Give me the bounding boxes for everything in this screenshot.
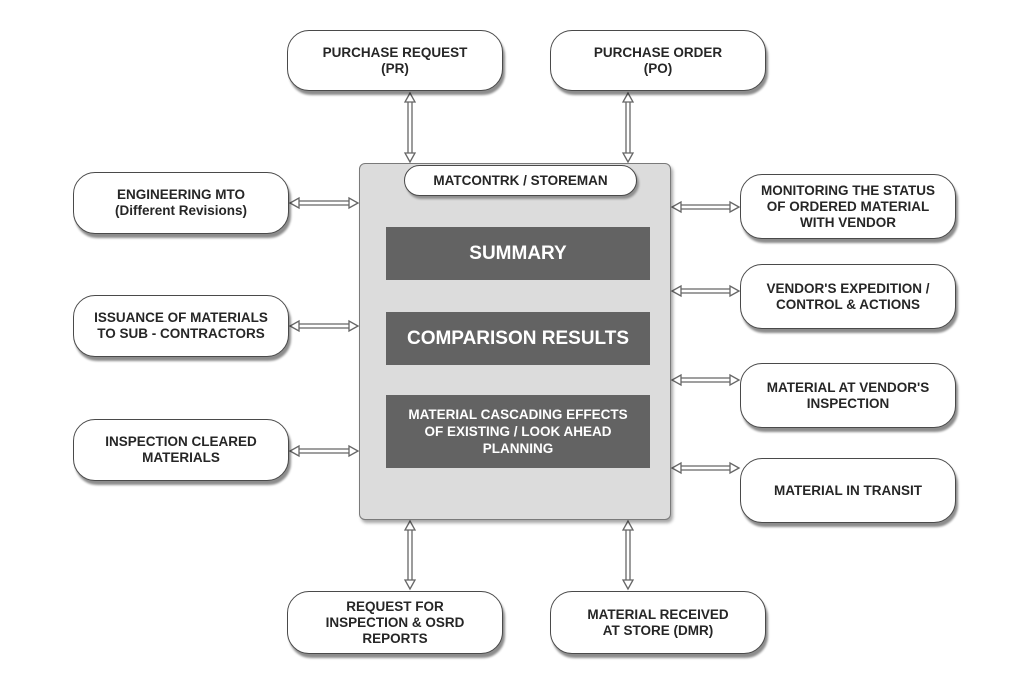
material-received-node: MATERIAL RECEIVED AT STORE (DMR) bbox=[550, 591, 766, 654]
vendor-inspection-node: MATERIAL AT VENDOR'S INSPECTION bbox=[740, 363, 956, 428]
inspection-cleared-node: INSPECTION CLEARED MATERIALS bbox=[73, 419, 289, 481]
connector-monitoring bbox=[670, 200, 741, 214]
connector-expedition bbox=[670, 284, 741, 298]
summary-panel: SUMMARY bbox=[386, 227, 650, 280]
issuance-of-materials-node: ISSUANCE OF MATERIALS TO SUB - CONTRACTO… bbox=[73, 295, 289, 357]
connector-vendor-inspection bbox=[670, 373, 741, 387]
purchase-request-node: PURCHASE REQUEST (PR) bbox=[287, 30, 503, 91]
request-for-inspection-node: REQUEST FOR INSPECTION & OSRD REPORTS bbox=[287, 591, 503, 654]
connector-inspection-cleared bbox=[288, 444, 360, 458]
purchase-order-node: PURCHASE ORDER (PO) bbox=[550, 30, 766, 91]
connector-engineering-mto bbox=[288, 196, 360, 210]
comparison-results-panel: COMPARISON RESULTS bbox=[386, 312, 650, 365]
connector-purchase-request bbox=[403, 91, 417, 164]
cascading-effects-panel: MATERIAL CASCADING EFFECTS OF EXISTING /… bbox=[386, 395, 650, 468]
material-in-transit-node: MATERIAL IN TRANSIT bbox=[740, 458, 956, 523]
engineering-mto-node: ENGINEERING MTO (Different Revisions) bbox=[73, 172, 289, 234]
connector-issuance bbox=[288, 319, 360, 333]
vendor-expedition-node: VENDOR'S EXPEDITION / CONTROL & ACTIONS bbox=[740, 264, 956, 329]
hub-title: MATCONTRK / STOREMAN bbox=[404, 165, 637, 196]
connector-purchase-order bbox=[621, 91, 635, 164]
connector-received bbox=[621, 519, 635, 591]
connector-transit bbox=[670, 461, 741, 475]
connector-request-inspection bbox=[403, 519, 417, 591]
monitoring-status-node: MONITORING THE STATUS OF ORDERED MATERIA… bbox=[740, 174, 956, 239]
